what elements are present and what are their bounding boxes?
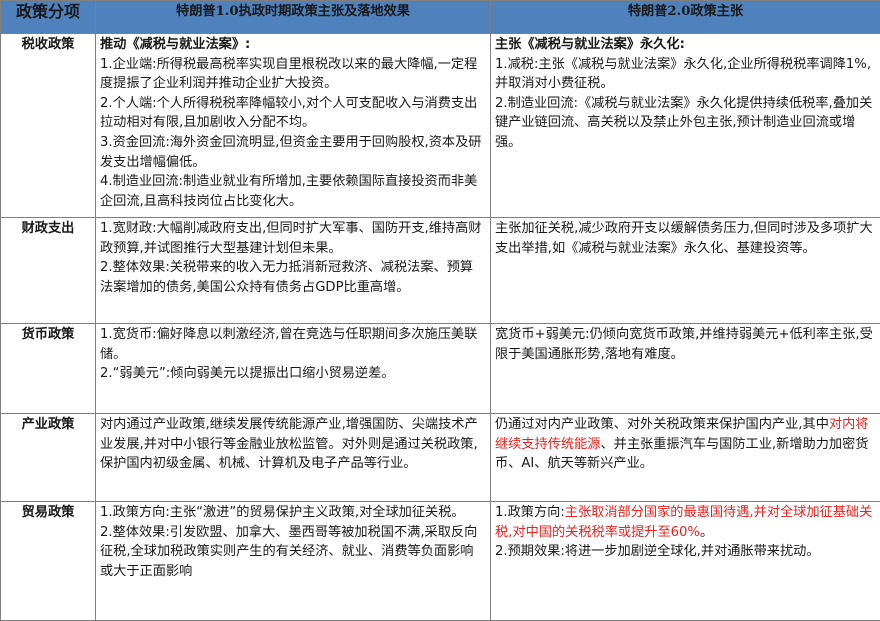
header-trump1: 特朗普1.0执政时期政策主张及落地效果 [95,0,491,34]
industry-trump2-cell: 仍通过对内产业政策、对外关税政策来保护国内产业,其中对内将继续支持传统能源、并主… [490,413,880,502]
monetary-trump1-cell: 1.宽货币:偏好降息以刺激经济,曾在竞选与任职期间多次施压美联储。 2.“弱美元… [95,323,491,414]
header-trump2: 特朗普2.0政策主张 [490,0,880,34]
table-row: 税收政策 推动《减税与就业法案》: 1.企业端:所得税最高税率实现自里根税改以来… [0,33,880,218]
monetary-trump1-item: 1.宽货币:偏好降息以刺激经济,曾在竞选与任职期间多次施压美联储。 [100,327,478,362]
category-fiscal: 财政支出 [0,217,96,324]
tax-trump2-item: 1.减税:主张《减税与就业法案》永久化,企业所得税税率调降1%,并取消对小费征税… [495,56,872,92]
industry-trump1-item: 对内通过产业政策,继续发展传统能源产业,增强国防、尖端技术产业发展,并对中小银行… [100,417,478,472]
header-category: 政策分项 [0,0,96,34]
tax-trump1-item: 2.个人端:个人所得税税率降幅较小,对个人可支配收入与消费支出拉动相对有限,且加… [100,95,478,131]
industry-trump1-cell: 对内通过产业政策,继续发展传统能源产业,增强国防、尖端技术产业发展,并对中小银行… [95,413,491,502]
trade-trump2-period: 。 [699,524,714,540]
trade-trump2-item-1: 1.政策方向:主张取消部分国家的最惠国待遇,并对全球加征基础关税,对中国的关税税… [495,503,876,542]
industry-trump2-text: 仍通过对内产业政策、对外关税政策来保护国内产业,其中 [495,417,829,432]
header-row: 政策分项 特朗普1.0执政时期政策主张及落地效果 特朗普2.0政策主张 [0,0,880,34]
tax-trump1-title: 推动《减税与就业法案》: [100,37,251,52]
trade-trump2-highlight: 主张取消部分国家的最惠国待遇,并对全球加征基础关税,对中国的关税税率或提升至60… [495,505,873,540]
tax-trump2-title: 主张《减税与就业法案》永久化: [495,37,685,52]
category-tax: 税收政策 [0,33,96,218]
table-row: 财政支出 1.宽财政:大幅削减政府支出,但同时扩大军事、国防开支,维持高财政预算… [0,217,880,324]
table-row: 产业政策 对内通过产业政策,继续发展传统能源产业,增强国防、尖端技术产业发展,并… [0,413,880,502]
fiscal-trump2-cell: 主张加征关税,减少政府开支以缓解债务压力,但同时涉及多项扩大支出举措,如《减税与… [490,217,880,324]
tax-trump1-cell: 推动《减税与就业法案》: 1.企业端:所得税最高税率实现自里根税改以来的最大降幅… [95,33,491,218]
industry-trump2-highlight: 对内将继续支持传统能源 [495,417,869,452]
industry-trump2-text-end: 、并主张重振汽车与国防工业,新增助力加密货币、AI、航天等新兴产业。 [495,436,869,472]
monetary-trump2-item: 宽货币+弱美元:仍倾向宽货币政策,并维持弱美元+低利率主张,受限于美国通胀形势,… [495,327,873,362]
fiscal-trump1-item: 1.宽财政:大幅削减政府支出,但同时扩大军事、国防开支,维持高财政预算,并试图推… [100,221,482,256]
fiscal-trump1-cell: 1.宽财政:大幅削减政府支出,但同时扩大军事、国防开支,维持高财政预算,并试图推… [95,217,491,324]
category-industry: 产业政策 [0,413,96,502]
trade-trump2-item-2: 2.预期效果:将进一步加剧逆全球化,并对通胀带来扰动。 [495,544,820,560]
fiscal-trump2-item: 主张加征关税,减少政府开支以缓解债务压力,但同时涉及多项扩大支出举措,如《减税与… [495,221,873,256]
trade-trump2-cell: 1.政策方向:主张取消部分国家的最惠国待遇,并对全球加征基础关税,对中国的关税税… [490,501,880,621]
fiscal-trump1-item: 2.整体效果:关税带来的收入无力抵消新冠救济、减税法案、预算法案增加的债务,美国… [100,260,474,295]
trade-trump1-cell: 1.政策方向:主张“激进”的贸易保护主义政策,对全球加征关税。 2.整体效果:引… [95,501,491,621]
category-trade: 贸易政策 [0,501,96,621]
tax-trump1-item: 4.制造业回流:制造业就业有所增加,主要依赖国际直接投资而非美企回流,且高科技岗… [100,174,478,209]
table-row: 贸易政策 1.政策方向:主张“激进”的贸易保护主义政策,对全球加征关税。 2.整… [0,501,880,621]
tax-trump2-item: 2.制造业回流:《减税与就业法案》永久化提供持续低税率,叠加关键产业链回流、高关… [495,95,873,150]
table-row: 货币政策 1.宽货币:偏好降息以刺激经济,曾在竞选与任职期间多次施压美联储。 2… [0,323,880,414]
tax-trump1-item: 3.资金回流:海外资金回流明显,但资金主要用于回购股权,资本及研发支出增幅偏低。 [100,134,482,170]
category-monetary: 货币政策 [0,323,96,414]
trade-trump1-item: 2.整体效果:引发欧盟、加拿大、墨西哥等被加税国不满,采取反向征税,全球加税政策… [100,524,478,579]
monetary-trump1-item: 2.“弱美元”:倾向弱美元以提振出口缩小贸易逆差。 [100,366,395,382]
tax-trump1-item: 1.企业端:所得税最高税率实现自里根税改以来的最大降幅,一定程度提振了企业利润并… [100,56,478,92]
trade-trump2-label: 1.政策方向: [495,505,565,520]
trade-trump1-item: 1.政策方向:主张“激进”的贸易保护主义政策,对全球加征关税。 [100,505,465,520]
monetary-trump2-cell: 宽货币+弱美元:仍倾向宽货币政策,并维持弱美元+低利率主张,受限于美国通胀形势,… [490,323,880,414]
tax-trump2-cell: 主张《减税与就业法案》永久化: 1.减税:主张《减税与就业法案》永久化,企业所得… [490,33,880,218]
